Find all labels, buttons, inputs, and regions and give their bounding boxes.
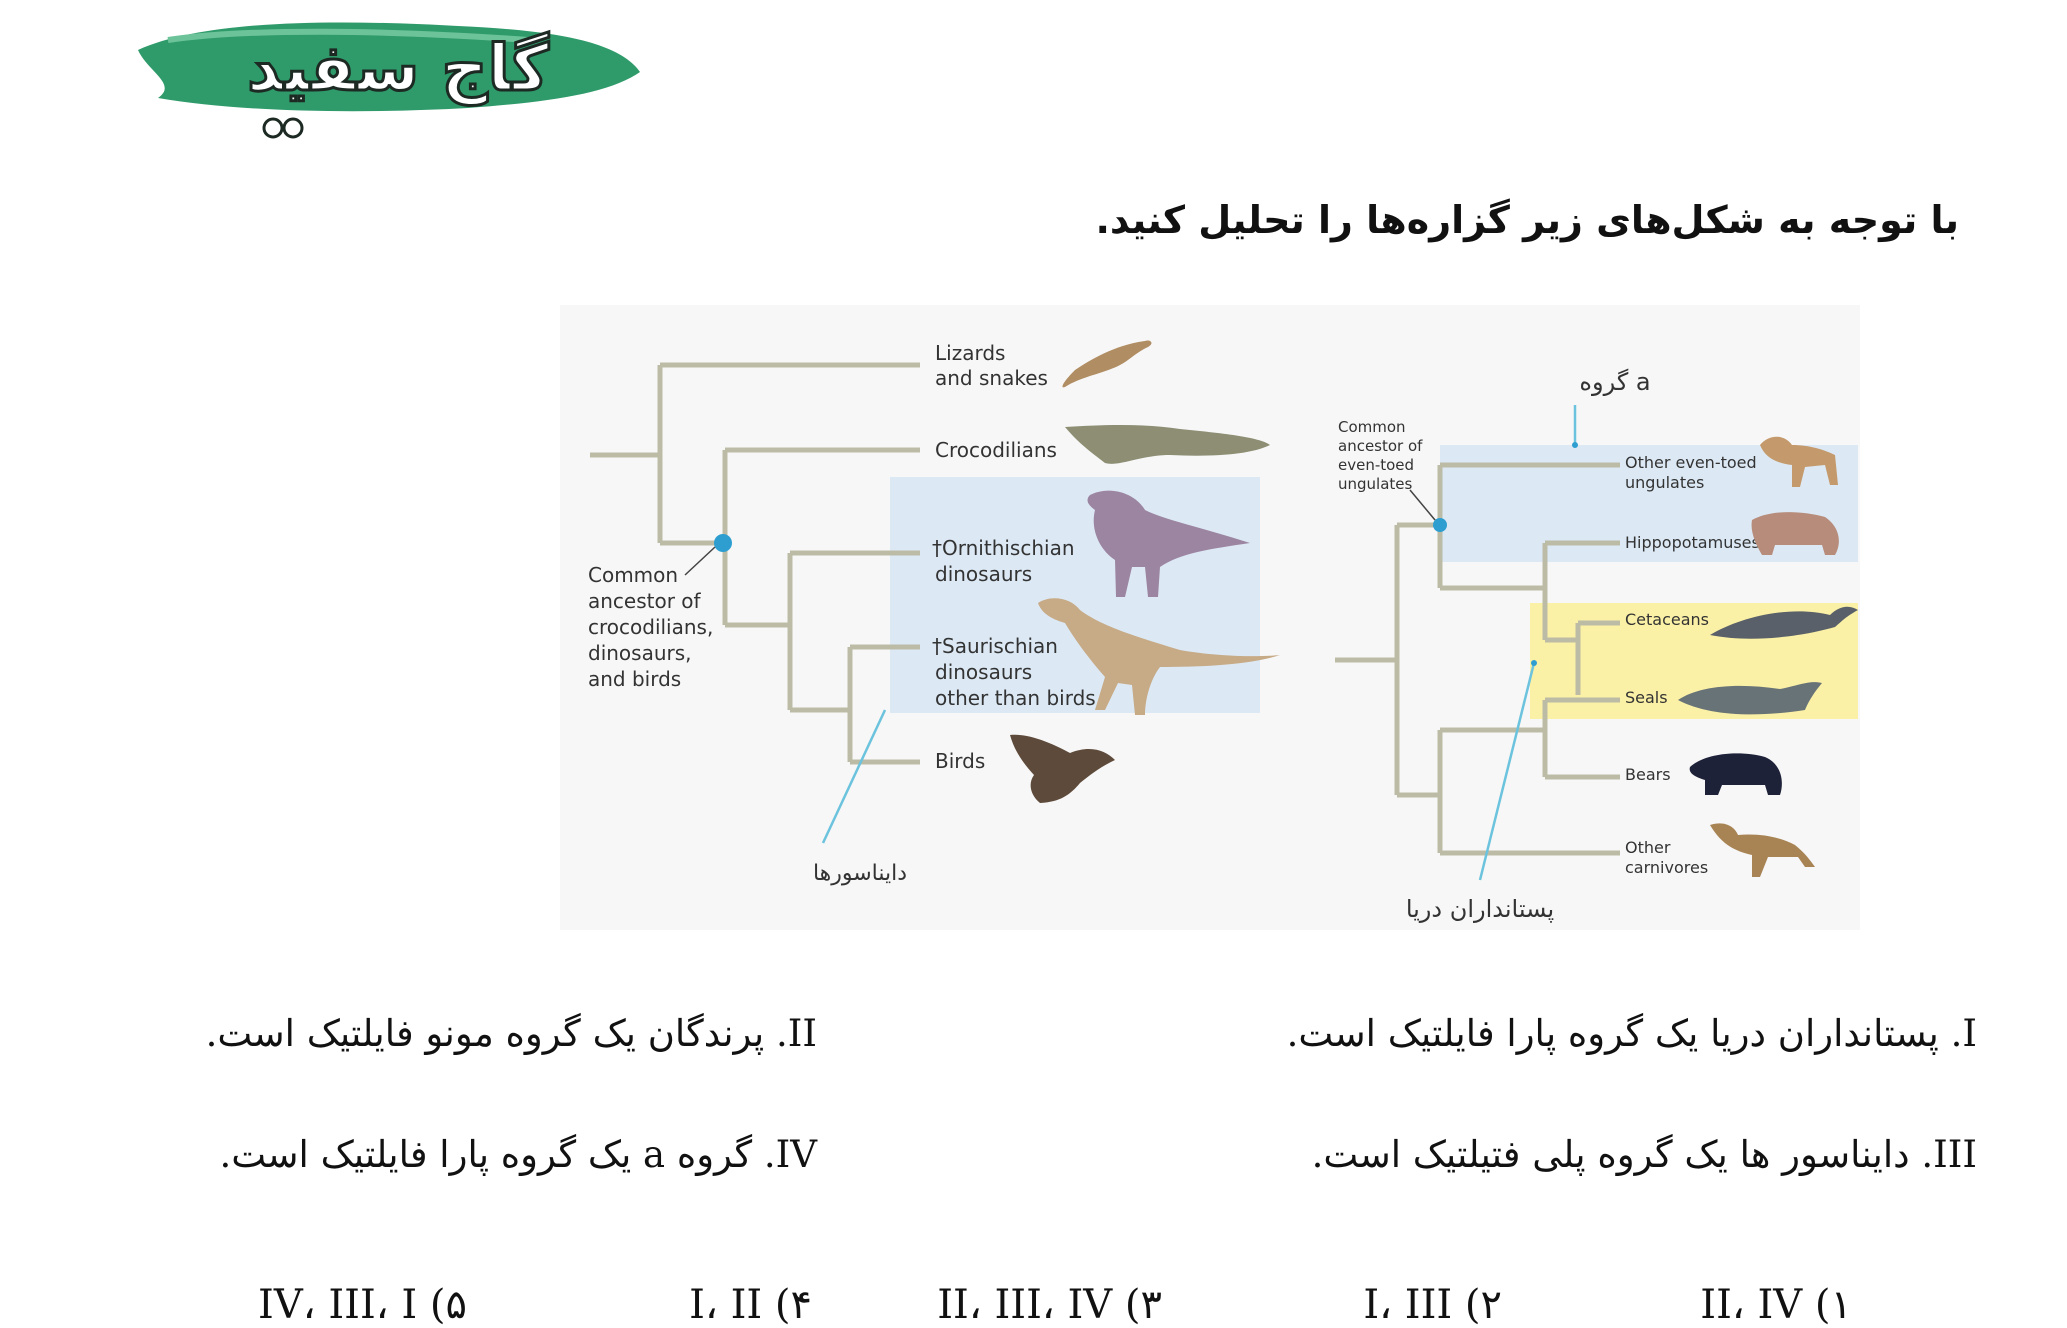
taxon-other-carnivores: Other xyxy=(1625,838,1671,857)
right-ancestor-label-4: ungulates xyxy=(1338,475,1413,493)
dinosaurs-group-label: دایناسورها xyxy=(813,861,907,886)
statement-2: II. پرندگان یک گروه مونو فایلتیک است. xyxy=(205,1012,817,1055)
answer-option-4[interactable]: ۴) I، II xyxy=(689,1282,812,1328)
right-tree-branches xyxy=(1335,462,1620,856)
svg-text:گاج سفید: گاج سفید xyxy=(247,31,550,106)
taxon-lizards-2: and snakes xyxy=(935,366,1048,390)
taxon-ornithischian-2: dinosaurs xyxy=(935,562,1032,586)
marine-mammals-label: پستانداران دریا xyxy=(1406,895,1554,923)
taxon-saurischian: †Saurischian xyxy=(932,634,1058,658)
right-ancestor-label-3: even-toed xyxy=(1338,456,1414,474)
taxon-ornithischian: †Ornithischian xyxy=(932,536,1075,560)
statement-4: IV. گروه a یک گروه پارا فایلتیک است. xyxy=(219,1133,817,1176)
hippo-icon xyxy=(1751,512,1839,555)
taxon-saurischian-2: dinosaurs xyxy=(935,660,1032,684)
taxon-bears: Bears xyxy=(1625,765,1671,784)
taxon-crocodilians: Crocodilians xyxy=(935,438,1057,462)
right-ancestor-node xyxy=(1433,518,1447,532)
phylogeny-figure: Lizards and snakes Crocodilians †Ornithi… xyxy=(560,305,1860,930)
lizard-icon xyxy=(1062,340,1152,388)
left-ancestor-label-5: and birds xyxy=(588,667,681,691)
taxon-cetaceans: Cetaceans xyxy=(1625,610,1709,629)
right-ancestor-label-2: ancestor of xyxy=(1338,437,1423,455)
group-a-label: گروه a xyxy=(1579,368,1650,396)
left-ancestor-label-3: crocodilians, xyxy=(588,615,713,639)
left-ancestor-label-4: dinosaurs, xyxy=(588,641,692,665)
taxon-other-carnivores-2: carnivores xyxy=(1625,858,1708,877)
left-ancestor-label-1: Common xyxy=(588,563,678,587)
coyote-icon xyxy=(1710,823,1815,877)
seal-icon xyxy=(1678,682,1822,715)
answer-option-1[interactable]: ۱) II، IV xyxy=(1700,1282,1852,1328)
question-text: با توجه به شکل‌های زیر گزاره‌ها را تحلیل… xyxy=(1095,198,1959,242)
crocodile-icon xyxy=(1065,425,1270,464)
left-ancestor-node xyxy=(714,534,732,552)
brand-logo: گاج سفید xyxy=(138,22,640,139)
answer-option-3[interactable]: ۳) II، III، IV xyxy=(937,1282,1162,1328)
statement-1: I. پستانداران دریا یک گروه پارا فایلتیک … xyxy=(1286,1012,1977,1055)
taxon-hippopotamuses: Hippopotamuses xyxy=(1625,533,1760,552)
taxon-seals: Seals xyxy=(1625,688,1668,707)
taxon-saurischian-3: other than birds xyxy=(935,686,1096,710)
bird-icon xyxy=(1010,734,1115,803)
taxon-other-even-toed-2: ungulates xyxy=(1625,473,1704,492)
ornithischian-icon xyxy=(1087,490,1250,597)
saurischian-icon xyxy=(1038,598,1280,715)
taxon-lizards: Lizards xyxy=(935,341,1005,365)
dinosaur-highlight xyxy=(890,477,1260,713)
statement-3: III. دایناسور ها یک گروه پلی فتیلتیک است… xyxy=(1311,1133,1977,1176)
left-ancestor-label-2: ancestor of xyxy=(588,589,702,613)
deer-icon xyxy=(1760,436,1838,487)
right-ancestor-label-1: Common xyxy=(1338,418,1406,436)
cetacean-icon xyxy=(1710,606,1858,639)
bear-icon xyxy=(1689,753,1782,795)
taxon-other-even-toed: Other even-toed xyxy=(1625,453,1757,472)
answer-option-5[interactable]: ۵) IV، III، I xyxy=(258,1282,467,1328)
answer-option-2[interactable]: ۲) I، III xyxy=(1363,1282,1502,1328)
taxon-birds: Birds xyxy=(935,749,985,773)
